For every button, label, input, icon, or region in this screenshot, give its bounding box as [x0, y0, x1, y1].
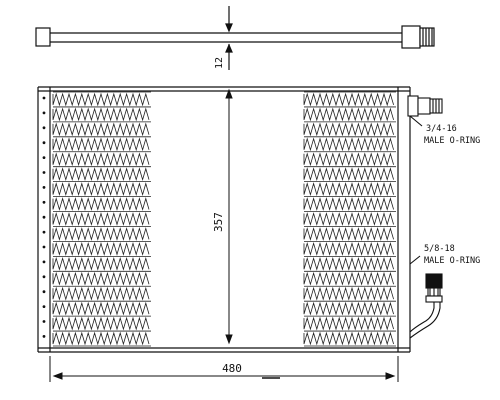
inlet-fitting-size: 3/4-16: [426, 124, 457, 134]
fin-row: [303, 152, 394, 167]
fin-row: [52, 301, 150, 316]
fin-row: [303, 227, 394, 241]
fin-row: [52, 92, 150, 107]
fin-row: [303, 197, 394, 211]
outlet-fitting-type: MALE O-RING: [424, 256, 480, 266]
fin-row: [303, 331, 394, 346]
mount-dot: [42, 171, 46, 174]
mount-dot: [42, 126, 46, 130]
height-dimension-label: 357: [212, 212, 225, 232]
fin-row: [52, 241, 150, 256]
fin-row: [52, 152, 150, 167]
fin-block-left: [52, 91, 151, 347]
fin-row: [303, 182, 394, 197]
fin-row: [52, 107, 150, 122]
fin-row: [303, 286, 394, 301]
fin-row: [303, 212, 394, 226]
outlet-fitting: [409, 255, 443, 339]
width-dimension: [49, 356, 399, 382]
left-mount-dots: [42, 96, 46, 338]
thickness-dimension-label: 12: [214, 57, 225, 69]
inlet-fitting: [407, 95, 443, 127]
mount-dot: [42, 245, 46, 249]
fin-row: [52, 137, 150, 152]
fin-row: [303, 256, 394, 271]
fin-row: [303, 137, 394, 152]
mount-dot: [42, 305, 46, 308]
fin-row: [52, 182, 150, 197]
top-view-right-fitting-body: [401, 25, 421, 49]
fin-row: [52, 197, 150, 211]
top-view-right-fitting-thread: [419, 27, 435, 47]
fin-block-right: [303, 91, 396, 347]
fin-row: [303, 301, 394, 316]
mount-dot: [42, 200, 46, 204]
fin-row: [303, 271, 394, 286]
fin-row: [52, 212, 150, 226]
fin-row: [303, 316, 394, 331]
fin-row: [303, 122, 394, 137]
height-dimension: [225, 88, 233, 345]
condenser-frame: [37, 86, 411, 353]
top-view: [35, 6, 435, 70]
mount-dot: [42, 156, 46, 160]
mount-dot: [42, 230, 46, 234]
fin-row: [303, 107, 394, 122]
mount-dot: [42, 335, 46, 338]
fin-row: [52, 256, 150, 271]
fin-row: [52, 227, 150, 241]
top-view-left-cap: [35, 27, 51, 47]
mount-dot: [42, 141, 46, 145]
mount-dot: [42, 111, 46, 115]
mount-dot: [42, 186, 46, 189]
mount-dot: [42, 290, 46, 294]
fin-row: [52, 331, 150, 346]
width-dimension-label: 480: [222, 362, 242, 375]
fin-row: [303, 92, 394, 107]
mount-dot: [42, 275, 46, 279]
mount-dot: [42, 320, 46, 323]
fin-row: [52, 286, 150, 301]
mount-dot: [42, 96, 46, 100]
outlet-fitting-size: 5/8-18: [424, 244, 455, 254]
fin-row: [303, 167, 394, 182]
fin-row: [52, 122, 150, 137]
fin-row: [52, 167, 150, 182]
inlet-fitting-type: MALE O-RING: [424, 136, 480, 146]
mount-dot: [42, 260, 46, 264]
fin-row: [52, 271, 150, 286]
mount-dot: [42, 215, 46, 219]
fin-row: [52, 316, 150, 331]
fin-row: [303, 241, 394, 256]
